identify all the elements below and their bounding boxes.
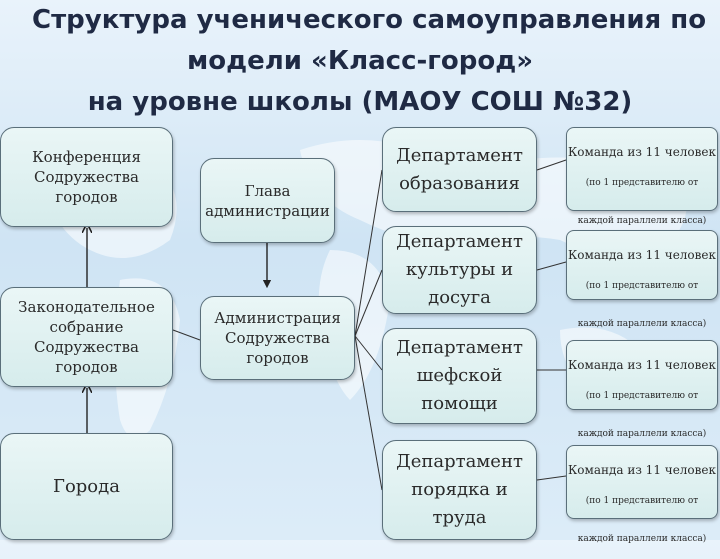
team-size-label: Команда из 11 человек bbox=[567, 145, 717, 159]
team-note-label: (по 1 представителю от bbox=[585, 496, 699, 506]
team-box-patronage: Команда из 11 человек (по 1 представител… bbox=[566, 340, 718, 439]
team-note-label: (по 1 представителю от bbox=[585, 281, 699, 291]
connector-lines bbox=[0, 159, 567, 491]
cities-box: Города bbox=[0, 433, 173, 540]
conference-box: Конференция Содружества городов bbox=[0, 127, 173, 227]
team-size-label: Команда из 11 человек bbox=[567, 358, 717, 372]
team-size-label: Команда из 11 человек bbox=[567, 248, 717, 262]
department-patronage-box: Департамент шефской помощи bbox=[382, 328, 537, 424]
team-box-education: Команда из 11 человек (по 1 представител… bbox=[566, 127, 718, 226]
team-box-culture: Команда из 11 человек (по 1 представител… bbox=[566, 230, 718, 329]
title-line-2: модели «Класс-город» bbox=[186, 46, 534, 76]
team-note-label: каждой параллели класса) bbox=[577, 429, 707, 439]
department-order-labor-box: Департамент порядка и труда bbox=[382, 440, 537, 540]
team-note-label: каждой параллели класса) bbox=[577, 319, 707, 329]
title-line-1: Структура ученического самоуправления по bbox=[32, 5, 707, 35]
team-note-label: каждой параллели класса) bbox=[577, 534, 707, 544]
head-of-administration-box: Глава администрации bbox=[200, 158, 335, 243]
legislative-assembly-box: Законодательное собрание Содружества гор… bbox=[0, 287, 173, 387]
team-note-label: (по 1 представителю от bbox=[585, 391, 699, 401]
department-education-box: Департамент образования bbox=[382, 127, 537, 212]
administration-box: Администрация Содружества городов bbox=[200, 296, 355, 380]
title-line-3: на уровне школы (МАОУ СОШ №32) bbox=[87, 87, 633, 117]
department-culture-box: Департамент культуры и досуга bbox=[382, 226, 537, 314]
team-size-label: Команда из 11 человек bbox=[567, 463, 717, 477]
team-note-label: каждой параллели класса) bbox=[577, 216, 707, 226]
team-note-label: (по 1 представителю от bbox=[585, 178, 699, 188]
team-box-order-labor: Команда из 11 человек (по 1 представител… bbox=[566, 445, 718, 544]
